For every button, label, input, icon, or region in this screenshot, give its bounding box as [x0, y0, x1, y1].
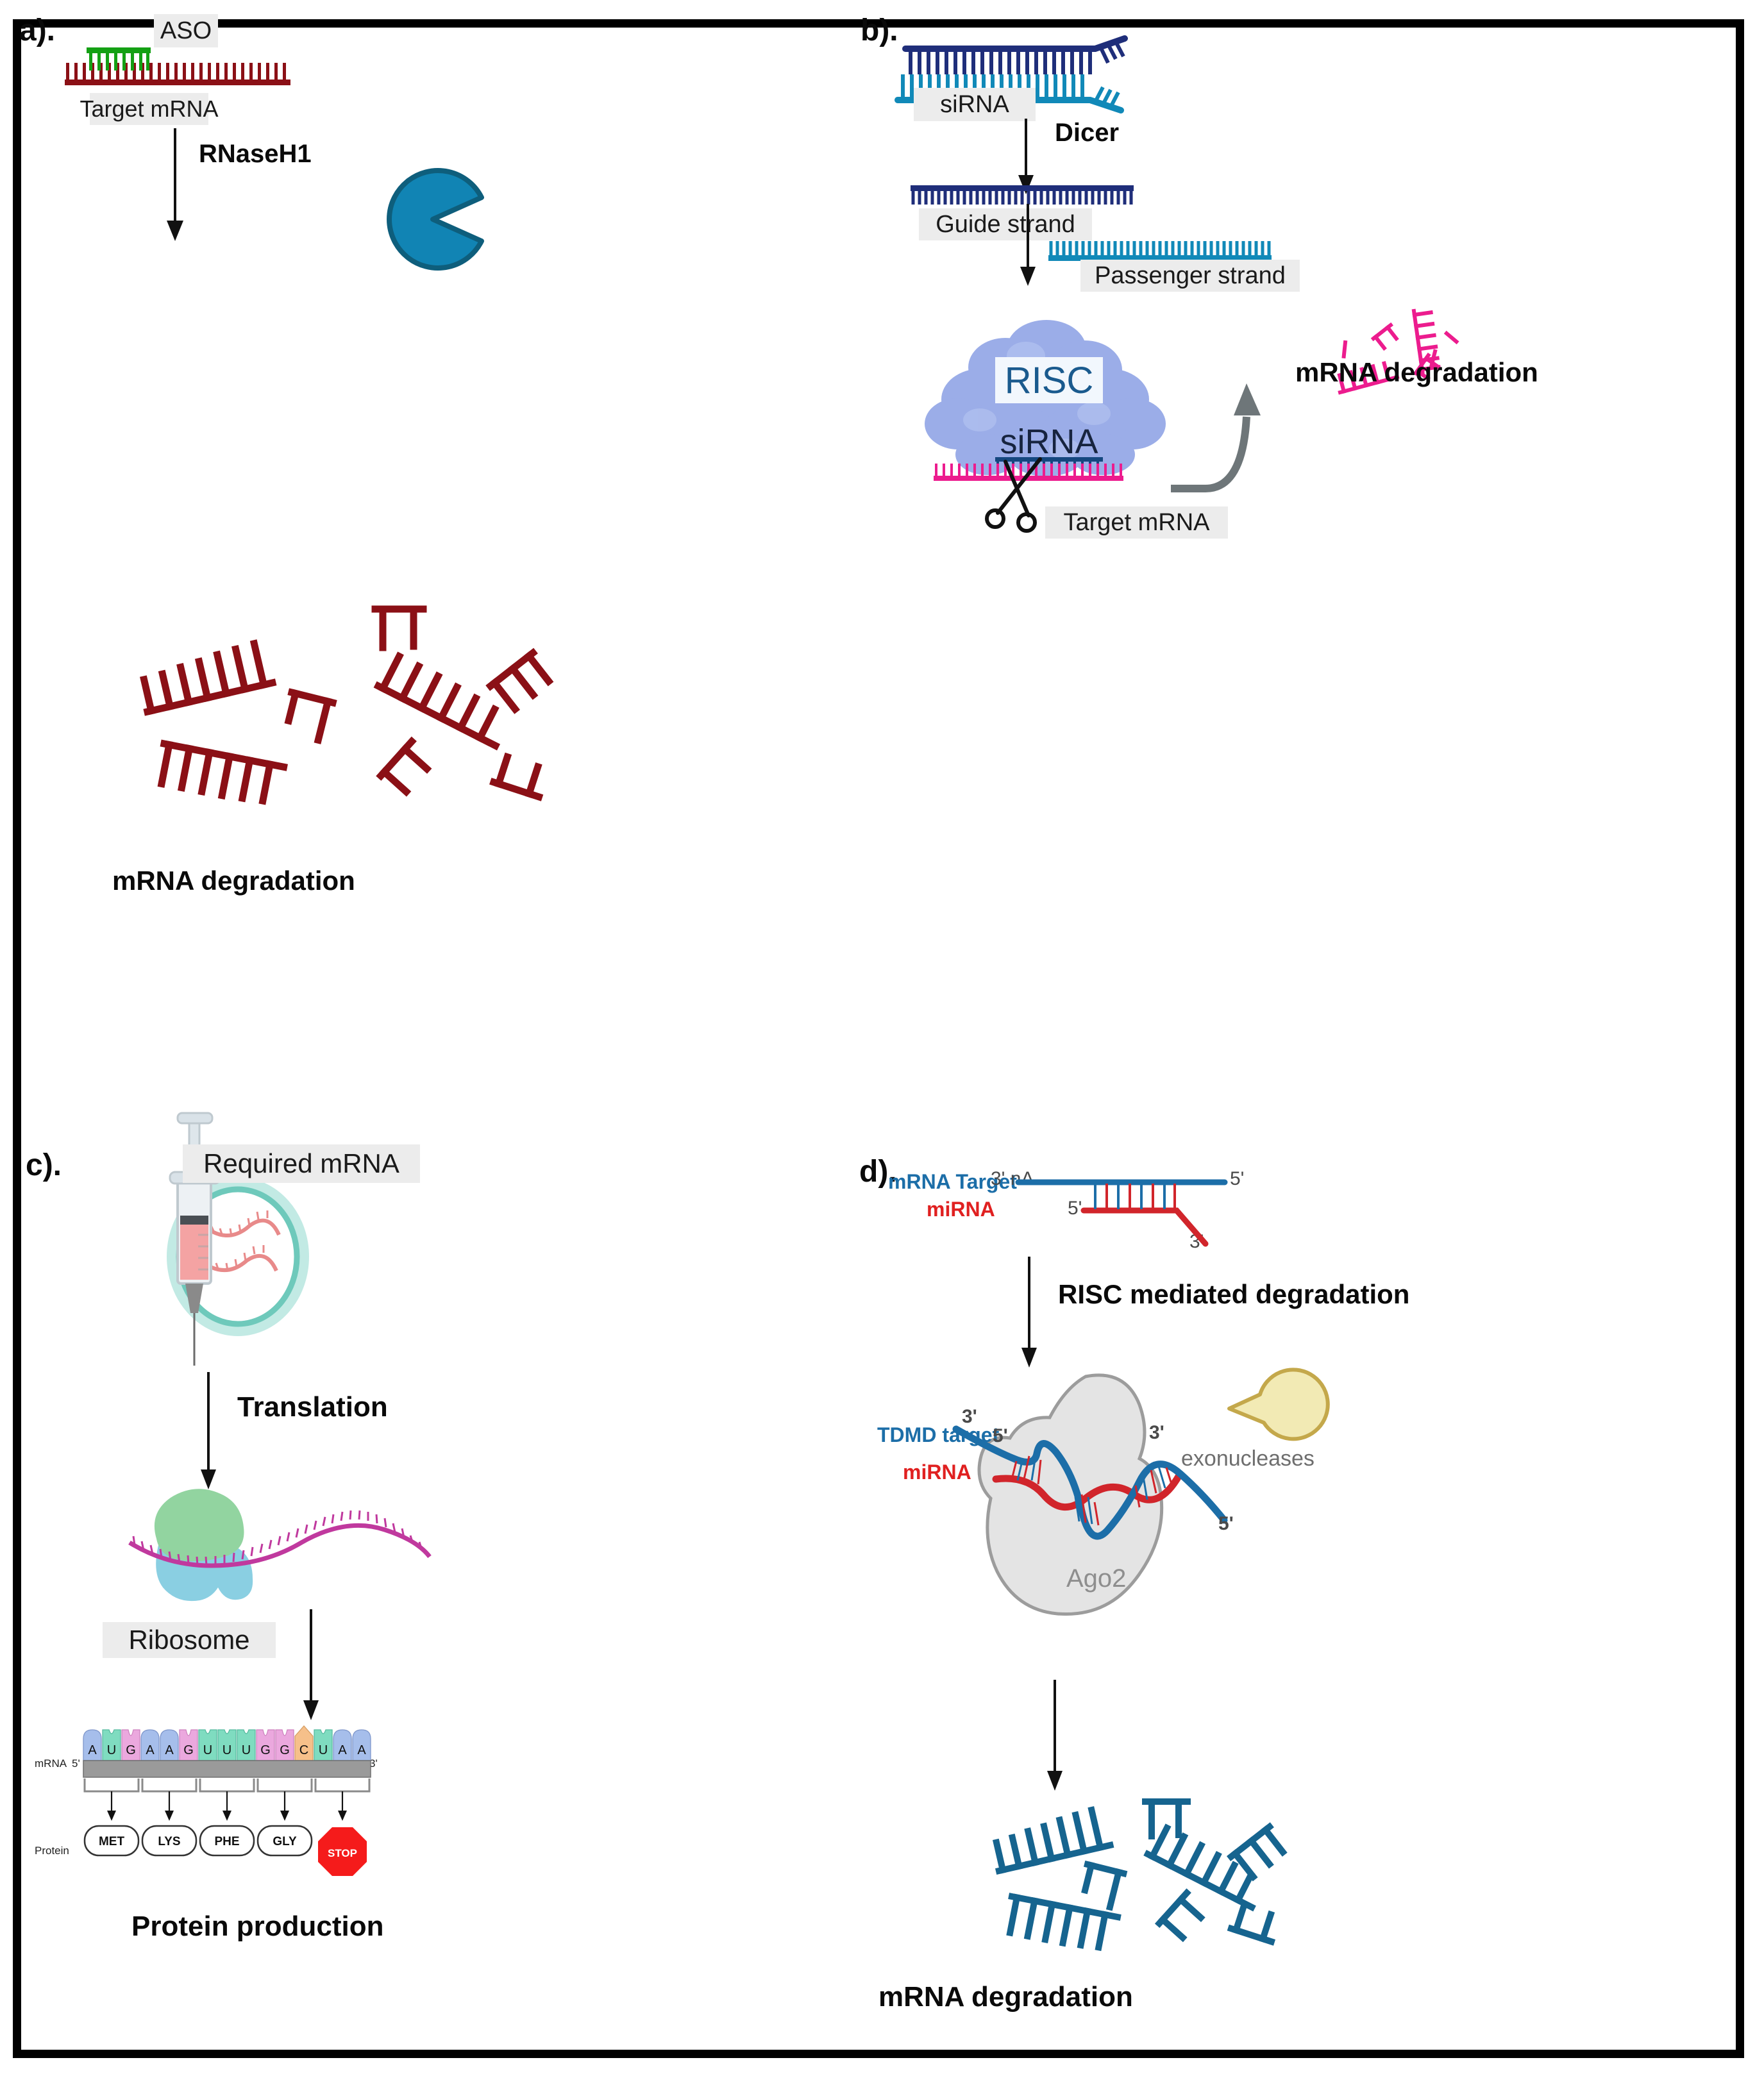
codon-translation-diagram: mRNA Protein 5' 3' A U G A A G: [35, 1725, 378, 1876]
arrow-down-a: [167, 128, 183, 241]
svg-text:U: U: [203, 1743, 212, 1757]
svg-text:A: A: [88, 1743, 97, 1757]
svg-text:MET: MET: [99, 1835, 125, 1848]
mrna-degradation-label-b: mRNA degradation: [1295, 357, 1538, 387]
degradation-arrow-b: [1171, 383, 1261, 492]
arrow-down-risc: [1020, 204, 1036, 286]
target-mrna-label-b: Target mRNA: [1045, 506, 1228, 539]
mrna-fragments-b: [1337, 308, 1459, 395]
svg-text:3': 3': [369, 1757, 378, 1770]
svg-text:mRNA: mRNA: [35, 1757, 67, 1770]
panel-b-label: b).: [861, 13, 898, 47]
mrna-degradation-label-d: mRNA degradation: [878, 1981, 1133, 2013]
guide-strand-label: Guide strand: [919, 208, 1092, 240]
mrna-five-prime-right: 5': [1230, 1168, 1245, 1189]
syringe-liposome-icon: [167, 1112, 309, 1366]
svg-text:U: U: [223, 1743, 231, 1757]
panel-c: c).: [0, 962, 853, 2076]
svg-text:U: U: [319, 1743, 328, 1757]
panel-d-label: d).: [859, 1155, 897, 1189]
svg-text:Ago2: Ago2: [1066, 1564, 1126, 1593]
aso-target-duplex: [65, 47, 290, 85]
three-prime-na-label: 3' nA: [991, 1168, 1034, 1189]
svg-text:PHE: PHE: [214, 1835, 239, 1848]
svg-text:G: G: [260, 1743, 271, 1757]
exonucleases-label: exonucleases: [1181, 1446, 1315, 1471]
svg-text:G: G: [183, 1743, 194, 1757]
ribosome-icon: [128, 1489, 432, 1602]
svg-text:A: A: [338, 1743, 347, 1757]
svg-text:LYS: LYS: [158, 1835, 180, 1848]
svg-text:G: G: [126, 1743, 136, 1757]
svg-text:G: G: [280, 1743, 290, 1757]
required-mrna-label: Required mRNA: [183, 1144, 420, 1183]
guide-strand: [911, 185, 1134, 205]
mirna-target-pairing: [1015, 1179, 1228, 1247]
scissors-icon: [985, 457, 1042, 533]
arrow-down-risc-mediated: [1021, 1257, 1037, 1368]
svg-text:A: A: [165, 1743, 174, 1757]
mirna-label-d: miRNA: [927, 1198, 995, 1221]
svg-text:A: A: [357, 1743, 366, 1757]
rnaseh1-label: RNaseH1: [199, 140, 312, 168]
arrow-down-protein: [303, 1609, 319, 1720]
translation-label: Translation: [237, 1391, 388, 1423]
protein-production-label: Protein production: [131, 1911, 384, 1942]
panel-c-label: c).: [26, 1148, 62, 1182]
panel-d: d). mRNA Target miRNA 3' nA 5' 5' 3': [853, 962, 1764, 2076]
tdmd-target-label: TDMD target: [877, 1423, 1000, 1446]
arrow-down-translation: [201, 1372, 216, 1489]
ribosome-label: Ribosome: [103, 1622, 276, 1658]
mrna-fragments-a: [140, 605, 554, 805]
svg-text:siRNA: siRNA: [1000, 423, 1098, 461]
mirna-five-prime-left: 5': [1068, 1198, 1082, 1219]
tdmd-five-prime-left: 5': [993, 1425, 1008, 1446]
svg-text:STOP: STOP: [328, 1847, 357, 1859]
svg-text:RISC: RISC: [1005, 360, 1094, 401]
tdmd-three-prime-left: 3': [962, 1406, 977, 1427]
tdmd-mirna-label: miRNA: [903, 1461, 971, 1484]
ago2-tdmd-complex: Ago2: [952, 1368, 1330, 1616]
arrow-down-dicer: [1018, 119, 1034, 194]
svg-text:GLY: GLY: [273, 1835, 297, 1848]
sirna-label-b: siRNA: [914, 88, 1036, 121]
aso-label: ASO: [154, 14, 218, 47]
svg-text:5': 5': [72, 1757, 80, 1770]
tdmd-five-prime-right: 5': [1218, 1513, 1234, 1534]
risc-complex: RISC siRNA: [925, 320, 1166, 481]
svg-text:C: C: [299, 1743, 308, 1757]
mrna-fragments-d: [992, 1798, 1288, 1952]
svg-text:A: A: [146, 1743, 155, 1757]
mrna-degradation-label-a: mRNA degradation: [112, 866, 355, 896]
panel-a-label: a).: [19, 13, 56, 47]
dicer-label: Dicer: [1055, 119, 1120, 147]
panel-b: b).: [853, 0, 1764, 962]
passenger-strand: [1048, 241, 1272, 261]
panel-a: a). ASO: [0, 0, 853, 930]
tdmd-three-prime-right: 3': [1149, 1422, 1164, 1443]
mrna-target-label-d: mRNA Target: [888, 1170, 1017, 1193]
risc-mediated-label: RISC mediated degradation: [1058, 1279, 1410, 1309]
arrow-down-degradation-d: [1047, 1680, 1063, 1791]
target-mrna-label-a: Target mRNA: [80, 93, 219, 125]
svg-text:U: U: [242, 1743, 251, 1757]
svg-text:Protein: Protein: [35, 1845, 69, 1857]
svg-text:U: U: [107, 1743, 116, 1757]
figure-border: [13, 19, 1744, 2058]
rnaseh1-icon: [387, 168, 484, 271]
passenger-strand-label: Passenger strand: [1080, 260, 1300, 292]
